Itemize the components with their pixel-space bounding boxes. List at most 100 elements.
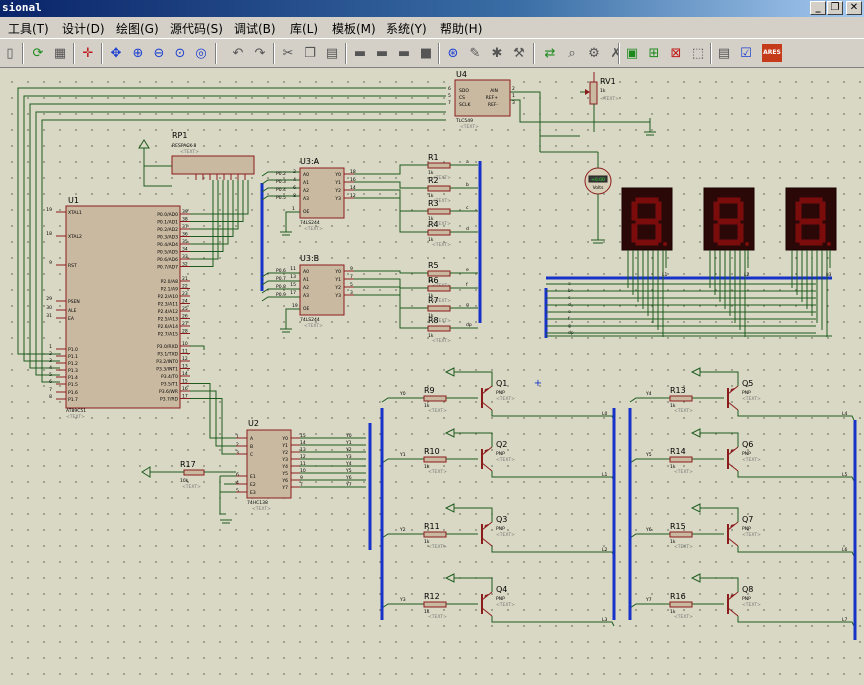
- u2-in-num: 2: [236, 442, 239, 448]
- u1-rpin-0: P0.0/AD0: [157, 212, 178, 218]
- remove-sheet-icon[interactable]: ⊠: [670, 45, 682, 61]
- tr-net-Y0: Y0: [399, 391, 406, 397]
- menu-item-6[interactable]: 模板(M): [332, 22, 376, 36]
- rp1-vcc: [143, 148, 172, 167]
- block-copy-icon[interactable]: ▬: [353, 45, 367, 61]
- u3a-oe-wire: [285, 211, 300, 232]
- origin-icon[interactable]: ✛: [82, 45, 94, 61]
- close-button[interactable]: ✕: [846, 1, 862, 15]
- menu-item-7[interactable]: 系统(Y): [386, 22, 427, 36]
- refresh-icon[interactable]: ⟳: [32, 45, 44, 61]
- menu-item-4[interactable]: 调试(B): [234, 22, 276, 36]
- tr-ref-Q3: Q3: [496, 515, 507, 524]
- zoom-all-icon[interactable]: ⊙: [174, 45, 186, 61]
- u1-rpin-9: P2.1/A9: [161, 287, 178, 293]
- property-tool-icon[interactable]: ⚙: [588, 45, 600, 61]
- seg-1-5: [713, 201, 720, 221]
- res-val-R5: 1k: [428, 278, 434, 284]
- add-sheet-icon[interactable]: ⊞: [648, 45, 660, 61]
- u2-in-num: 4: [236, 480, 239, 486]
- u4-ref: U4: [456, 70, 467, 79]
- res-text: <TEXT>: [432, 221, 451, 227]
- block-rotate-icon[interactable]: ▬: [397, 45, 411, 61]
- tr-in-wire: [381, 603, 424, 609]
- tr-collector-Q8: [727, 607, 739, 617]
- zoom-in-icon[interactable]: ⊕: [132, 45, 144, 61]
- grid-icon[interactable]: ▦: [53, 45, 67, 61]
- pan-icon[interactable]: ✥: [110, 45, 122, 61]
- tools-icon[interactable]: ✗: [610, 45, 622, 61]
- electrical-check-icon[interactable]: ☑: [740, 45, 752, 61]
- u2-net-Y2: Y2: [345, 447, 352, 453]
- tr-res-text: <TEXT>: [428, 469, 447, 475]
- tr-net-Y3: Y3: [399, 597, 406, 603]
- zoom-out-icon[interactable]: ⊖: [153, 45, 165, 61]
- make-device-icon[interactable]: ✎: [469, 45, 481, 61]
- tr-out-wire: [491, 546, 615, 557]
- u3b-outnum: 5: [350, 282, 353, 288]
- tr-res-R9: [423, 395, 447, 402]
- u1-rpin-7: P0.7/AD7: [157, 265, 178, 271]
- seg-0-2: [655, 223, 662, 243]
- u2-in-num: 5: [236, 488, 239, 494]
- tr-type-Q4: PNP: [496, 596, 505, 602]
- search-tag-icon[interactable]: ⌕: [568, 45, 576, 61]
- zoom-area-icon[interactable]: ◎: [195, 45, 207, 61]
- u4-pin-REF-: REF-: [488, 102, 499, 108]
- tr-vcc-arrow: [690, 503, 701, 513]
- menu-item-3[interactable]: 源代码(S): [170, 22, 223, 36]
- u1-rpin-14: P2.6/A14: [158, 324, 178, 330]
- block-move-icon[interactable]: ▬: [375, 45, 389, 61]
- cut-icon[interactable]: ✂: [282, 45, 294, 61]
- tr-collector-Q2: [481, 462, 493, 472]
- u2-body: [246, 429, 292, 499]
- tr-type-Q3: PNP: [496, 526, 505, 532]
- u1-lpin-P1.3: P1.3: [68, 368, 78, 374]
- tr-vcc-wire: [700, 507, 739, 522]
- copy-icon[interactable]: ❐: [304, 45, 316, 61]
- new-sheet-icon[interactable]: ▯: [6, 45, 14, 61]
- u1-rpin-num: 16: [182, 386, 188, 392]
- res-net-b: b: [466, 182, 469, 188]
- tr-text: <TEXT>: [742, 602, 761, 608]
- u3b-in-wire: [261, 280, 300, 286]
- tr-res-ref-R9: R9: [424, 386, 435, 395]
- package-tool-icon[interactable]: ✱: [491, 45, 503, 61]
- seg-0-0: [635, 197, 659, 204]
- u1-lpin-P1.0: P1.0: [68, 347, 78, 353]
- menu-item-5[interactable]: 库(L): [290, 22, 319, 36]
- exit-to-parent-icon[interactable]: ⬚: [691, 45, 705, 61]
- res-ref-R5: R5: [428, 261, 439, 270]
- u4-pinnum-r: 2: [512, 86, 515, 92]
- menu-item-2[interactable]: 绘图(G): [116, 22, 159, 36]
- u3b-oenum: 19: [292, 303, 298, 309]
- u2-net-Y4: Y4: [345, 461, 352, 467]
- u2-out-num: 15: [300, 433, 306, 439]
- tr-text: <TEXT>: [496, 457, 515, 463]
- paste-icon[interactable]: ▤: [325, 45, 339, 61]
- minimize-button[interactable]: _: [810, 1, 826, 15]
- res-val-R1: 1k: [428, 170, 434, 176]
- tr-res-R13: [669, 395, 693, 402]
- new-sheet-icon-2[interactable]: ▣: [625, 45, 639, 61]
- p3-u2-wire: [190, 390, 236, 447]
- bill-of-materials-icon[interactable]: ▤: [717, 45, 731, 61]
- decompose-icon[interactable]: ⚒: [513, 45, 525, 61]
- u3a-outnum: 16: [350, 177, 356, 183]
- block-delete-icon[interactable]: ■: [419, 45, 433, 61]
- title-bar[interactable]: sional _ ❐ ✕: [0, 0, 864, 17]
- redo-icon[interactable]: ↷: [254, 45, 266, 61]
- pick-device-icon[interactable]: ⊛: [447, 45, 459, 61]
- menu-item-8[interactable]: 帮助(H): [440, 22, 483, 36]
- ares-netlist-icon[interactable]: ARES: [762, 44, 782, 62]
- u2-in-E1: E1: [250, 474, 256, 480]
- undo-icon[interactable]: ↶: [232, 45, 244, 61]
- u1-rpin-3: P0.3/AD3: [157, 235, 178, 241]
- wire-autorouter-icon[interactable]: ⇄: [544, 45, 556, 61]
- menu-item-0[interactable]: 工具(T): [8, 22, 49, 36]
- restore-button[interactable]: ❐: [827, 1, 843, 15]
- tr-ref-Q8: Q8: [742, 585, 753, 594]
- seg-0-6: [635, 218, 659, 225]
- menu-item-1[interactable]: 设计(D): [62, 22, 105, 36]
